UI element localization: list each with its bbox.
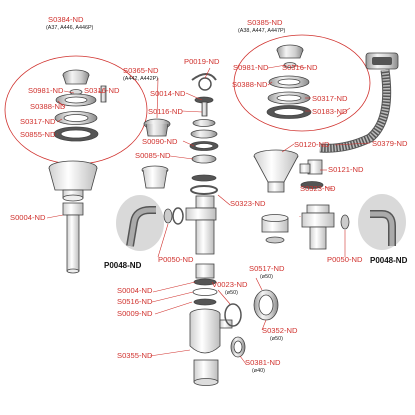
right-body (253, 149, 350, 250)
label-s0388-left: S0388-ND (30, 102, 66, 111)
label-s0388-right: S0388-ND (232, 80, 268, 89)
label-s0121: S0121-ND (328, 165, 364, 174)
label-s0981-right: S0981-ND (233, 63, 269, 72)
label-s0323-center: S0323-ND (230, 199, 266, 208)
label-s0355: S0355-ND (117, 351, 153, 360)
label-s0352-size: (ø50) (270, 336, 283, 342)
bottle-trap (189, 314, 221, 354)
label-s0317-right: S0317-ND (312, 94, 348, 103)
label-s0384: S0384-ND (48, 15, 84, 24)
label-s0004-left: S0004-ND (10, 213, 46, 222)
label-s0116: S0116-ND (148, 107, 183, 116)
label-p0048-right: P0048-ND (370, 256, 408, 265)
label-p0050-right: P0050-ND (327, 255, 363, 264)
left-body (48, 160, 98, 274)
label-s0085: S0085-ND (135, 151, 171, 160)
label-p0048-left: P0048-ND (104, 261, 142, 270)
center-tee (185, 207, 217, 221)
label-s0381-size: (ø40) (252, 368, 265, 374)
label-v0023: V0023-ND (212, 280, 248, 289)
lower-right-rings (224, 289, 279, 358)
center-cup (142, 169, 168, 189)
label-s0517-size: (ø50) (260, 274, 273, 280)
label-s0384-models: (A37, A446, A446P) (46, 25, 94, 31)
label-s0365-models: (A442, A442P) (123, 76, 159, 82)
label-s0014: S0014-ND (150, 89, 186, 98)
label-s0385-models: (A38, A447, A447P) (238, 28, 286, 34)
label-p0050-left: P0050-ND (158, 255, 194, 264)
label-s0183: S0183-ND (312, 107, 348, 116)
label-s0316-left: S0316-ND (84, 86, 120, 95)
label-s0009: S0009-ND (117, 309, 153, 318)
label-s0120: S0120-ND (294, 140, 330, 149)
right-group-outline (233, 34, 371, 132)
chain-hook (191, 73, 217, 81)
label-s0090: S0090-ND (142, 137, 178, 146)
label-s0004-center: S0004-ND (117, 286, 153, 295)
right-tee (301, 212, 335, 228)
label-s0317-left: S0317-ND (20, 117, 56, 126)
label-s0316-right: S0316-ND (282, 63, 318, 72)
label-s0516: S0516-ND (117, 297, 153, 306)
label-s0517: S0517-ND (249, 264, 285, 273)
center-column (141, 73, 233, 386)
leader-lines (46, 64, 371, 365)
right-elbow-p0048 (358, 194, 406, 250)
label-s0981-left: S0981-ND (28, 86, 64, 95)
label-s0381: S0381-ND (245, 358, 281, 367)
label-s0385: S0385-ND (247, 18, 283, 27)
label-s0855: S0855-ND (20, 130, 56, 139)
label-s0352: S0352-ND (262, 326, 298, 335)
left-strainer-group (4, 55, 148, 165)
left-screw (100, 85, 107, 103)
label-v0023-size: (ø50) (225, 290, 238, 296)
left-tailpiece (66, 214, 80, 272)
label-p0019: P0019-ND (184, 57, 220, 66)
overflow-hose (319, 52, 399, 153)
left-nut (62, 202, 84, 216)
label-s0323-right: S0323-ND (300, 184, 336, 193)
left-elbow-p0048 (116, 195, 164, 251)
label-s0379: S0379-ND (372, 139, 408, 148)
label-s0365: S0365-ND (123, 66, 159, 75)
right-strainer-group (233, 34, 371, 132)
